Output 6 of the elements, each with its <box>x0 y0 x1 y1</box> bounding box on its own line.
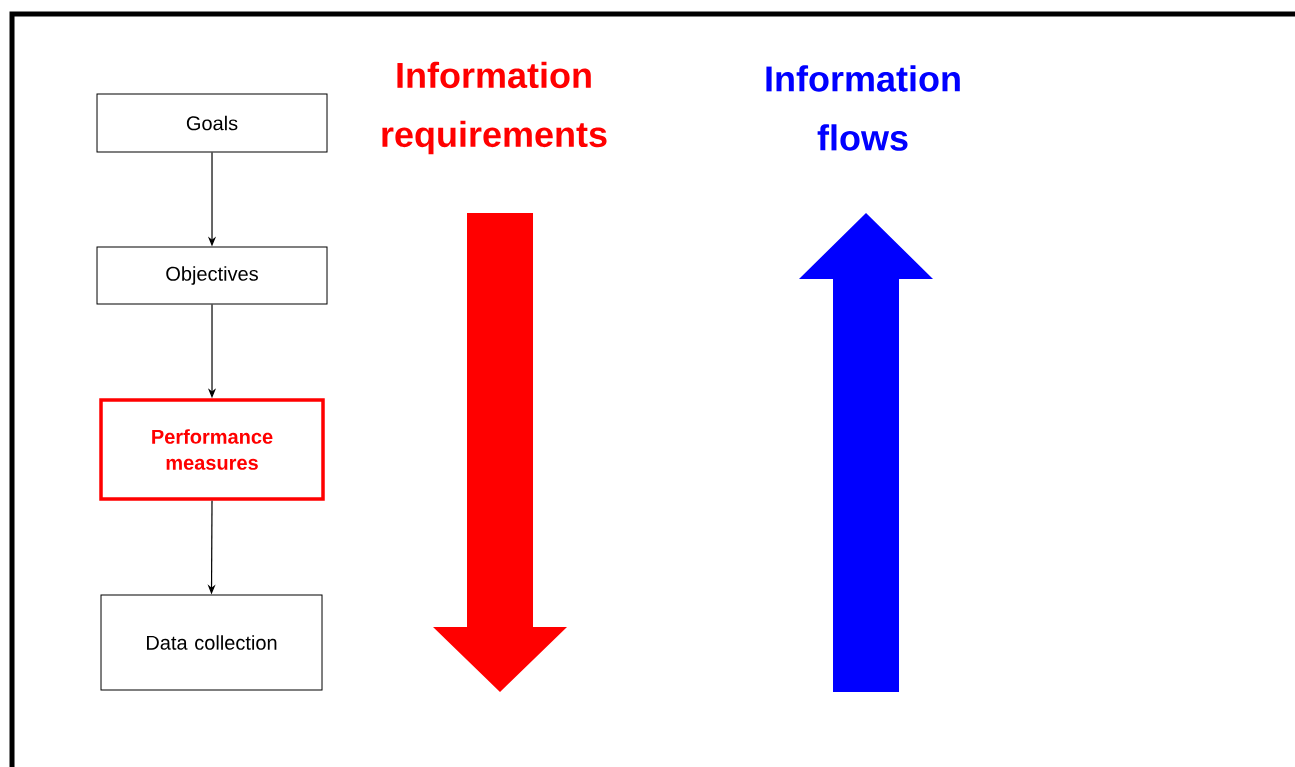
highlighted-box: Performance measures <box>99 398 325 501</box>
heading: Information requirements <box>382 61 607 155</box>
process-box: Data collection <box>100 594 323 691</box>
process-box: Goals <box>96 93 328 153</box>
process-box: Objectives <box>96 246 328 305</box>
heading: Information flows <box>766 65 960 151</box>
